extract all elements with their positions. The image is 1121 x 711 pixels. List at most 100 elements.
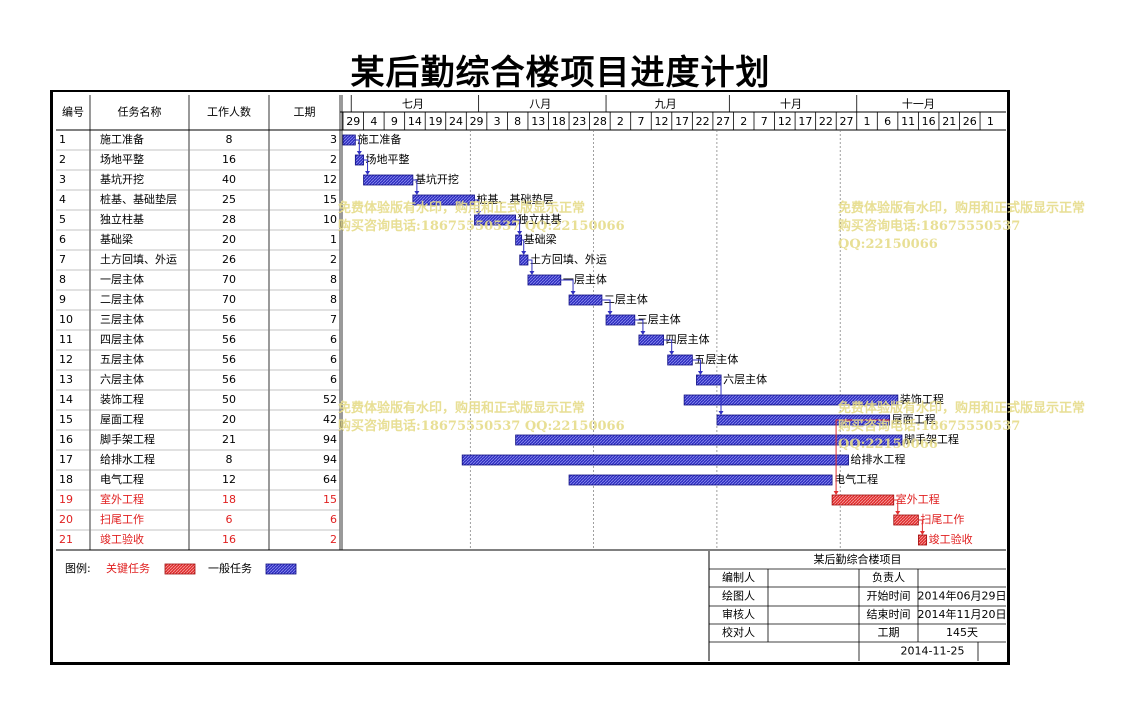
task-bar — [354, 154, 364, 166]
dependency-connector — [412, 179, 418, 192]
row-name: 装饰工程 — [100, 392, 144, 406]
row-id: 8 — [59, 273, 66, 286]
task-bar — [918, 534, 928, 546]
row-workers: 26 — [222, 253, 236, 266]
task-bar — [568, 474, 833, 486]
row-name: 六层主体 — [100, 372, 144, 386]
day-tick-label: 3 — [494, 115, 501, 128]
dependency-arrow — [669, 351, 675, 355]
row-name: 施工准备 — [100, 132, 144, 146]
info-editor-label: 编制人 — [722, 570, 755, 584]
legend-general-label: 一般任务 — [208, 562, 252, 575]
row-workers: 8 — [226, 133, 233, 146]
day-tick-label: 17 — [798, 115, 812, 128]
day-tick-label: 12 — [778, 115, 792, 128]
row-name: 屋面工程 — [100, 413, 144, 426]
dependency-arrow — [414, 191, 420, 195]
task-bar — [461, 454, 849, 466]
day-tick-label: 2 — [740, 115, 747, 128]
row-workers: 20 — [222, 413, 236, 426]
day-tick-label: 22 — [696, 115, 710, 128]
task-bar-label: 竣工验收 — [929, 532, 973, 546]
row-duration: 2 — [330, 153, 337, 166]
task-bar-label: 脚手架工程 — [904, 432, 959, 446]
task-bar — [831, 494, 895, 506]
row-workers: 28 — [222, 213, 236, 226]
day-tick-label: 6 — [884, 115, 891, 128]
info-end-value: 2014年11月20日 — [918, 607, 1007, 621]
day-tick-label: 13 — [531, 115, 545, 128]
task-bar-label: 五层主体 — [694, 352, 738, 366]
task-bar — [527, 274, 562, 286]
dependency-arrow — [718, 411, 724, 415]
day-tick-label: 27 — [839, 115, 853, 128]
row-name: 二层主体 — [100, 292, 144, 306]
dependency-connector — [474, 199, 480, 212]
day-tick-label: 12 — [655, 115, 669, 128]
row-name: 室外工程 — [100, 492, 144, 506]
row-duration: 6 — [330, 353, 337, 366]
page-title: 某后勤综合楼项目进度计划 — [350, 53, 771, 93]
row-duration: 6 — [330, 373, 337, 386]
row-name: 一层主体 — [100, 272, 144, 286]
row-workers: 6 — [226, 513, 233, 526]
row-name: 电气工程 — [100, 472, 144, 486]
task-bar — [474, 214, 517, 226]
legend-label: 图例: — [65, 561, 91, 575]
row-id: 21 — [59, 533, 73, 546]
task-bar — [638, 334, 664, 346]
row-name: 脚手架工程 — [100, 432, 155, 446]
day-tick-label: 1 — [864, 115, 871, 128]
info-manager-label: 负责人 — [872, 570, 905, 584]
row-duration: 94 — [323, 433, 337, 446]
dependency-arrow — [356, 151, 362, 155]
row-id: 6 — [59, 233, 66, 246]
row-workers: 16 — [222, 153, 236, 166]
row-duration: 64 — [323, 473, 337, 486]
row-id: 11 — [59, 333, 73, 346]
dependency-connector — [692, 359, 701, 372]
row-id: 14 — [59, 393, 73, 406]
day-tick-label: 22 — [819, 115, 833, 128]
row-name: 五层主体 — [100, 352, 144, 366]
row-id: 1 — [59, 133, 66, 146]
task-bar-label: 四层主体 — [666, 332, 710, 346]
task-bar-label: 二层主体 — [604, 292, 648, 306]
dependency-arrow — [697, 371, 703, 375]
task-bar-label: 桩基、基础垫层 — [477, 192, 554, 206]
row-id: 5 — [59, 213, 66, 226]
task-bar-label: 土方回填、外运 — [530, 252, 607, 266]
task-bar — [667, 354, 693, 366]
dependency-connector — [515, 219, 521, 232]
row-id: 17 — [59, 453, 73, 466]
task-bar — [568, 294, 603, 306]
task-bar-label: 场地平整 — [366, 152, 410, 166]
row-workers: 70 — [222, 293, 236, 306]
dependency-connector — [355, 139, 360, 152]
day-tick-label: 29 — [346, 115, 360, 128]
row-workers: 25 — [222, 193, 236, 206]
month-label: 十一月 — [902, 97, 935, 111]
row-workers: 8 — [226, 453, 233, 466]
info-drawer-label: 绘图人 — [722, 589, 755, 603]
info-date: 2014-11-25 — [901, 645, 965, 658]
row-workers: 56 — [222, 373, 236, 386]
row-name: 独立柱基 — [100, 212, 144, 226]
day-tick-label: 11 — [901, 115, 915, 128]
header-duration: 工期 — [294, 106, 316, 119]
day-tick-label: 18 — [552, 115, 566, 128]
task-bar — [363, 174, 414, 186]
day-tick-label: 19 — [428, 115, 442, 128]
legend-critical-swatch — [164, 563, 196, 575]
row-id: 3 — [59, 173, 66, 186]
info-reviewer-label: 审核人 — [722, 607, 755, 621]
row-duration: 10 — [323, 213, 337, 226]
row-id: 12 — [59, 353, 73, 366]
row-duration: 15 — [323, 493, 337, 506]
row-duration: 42 — [323, 413, 337, 426]
day-tick-label: 2 — [617, 115, 624, 128]
row-name: 扫尾工作 — [100, 513, 144, 526]
dependency-arrow — [476, 211, 482, 215]
row-duration: 12 — [323, 173, 337, 186]
